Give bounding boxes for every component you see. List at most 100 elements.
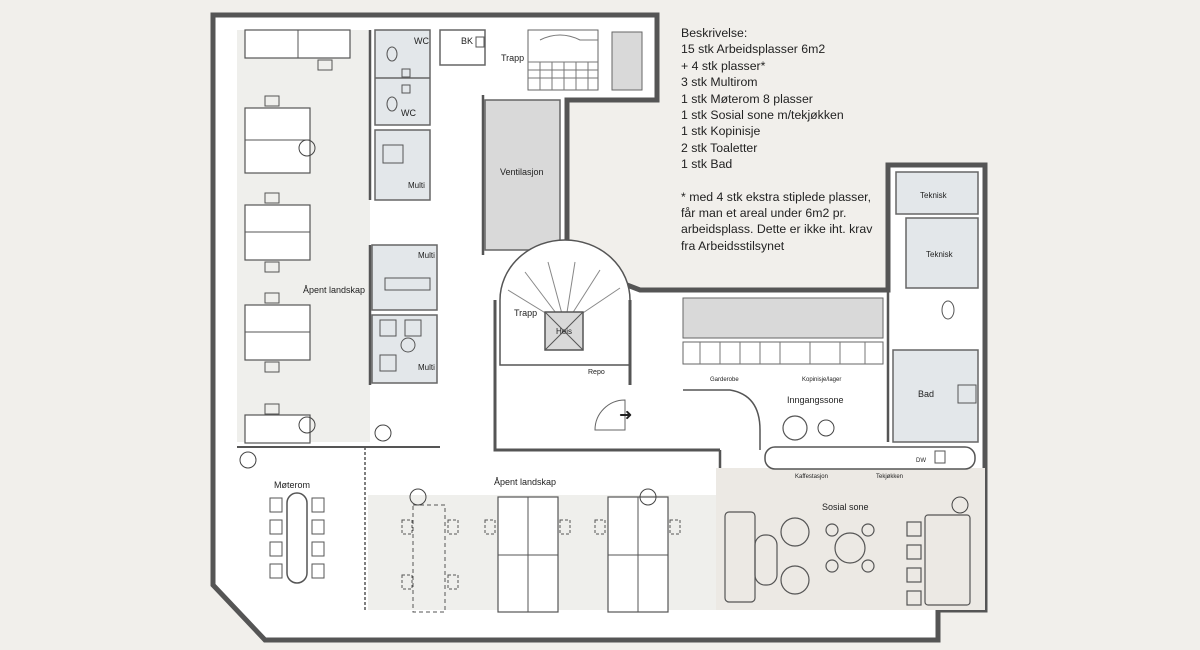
label-kaffestasjon: Kaffestasjon (795, 474, 828, 480)
legend-item: 1 stk Sosial sone m/tekjøkken (681, 108, 844, 123)
teknisk-room-1 (895, 171, 979, 215)
chair (264, 403, 280, 415)
toilet-icon (386, 96, 398, 112)
multi-sofa (384, 277, 431, 291)
plant-icon (951, 496, 969, 514)
sink-icon (401, 68, 411, 78)
chair (264, 292, 280, 304)
multi-chair (382, 144, 404, 164)
legend-item: 2 stk Toaletter (681, 140, 758, 155)
kitchen-counter (764, 446, 976, 470)
coffee-table (754, 534, 778, 586)
storage-strip (682, 297, 884, 339)
chair (264, 361, 280, 373)
stairwell-walls (493, 300, 720, 452)
plant-icon (409, 488, 427, 506)
multi-room-1 (374, 129, 431, 201)
stair-mid (499, 239, 631, 366)
chair (906, 590, 922, 606)
plant-icon (298, 416, 316, 434)
bk-sink (475, 36, 485, 48)
multi-chair (379, 354, 397, 372)
chair (861, 559, 875, 573)
bench-table (924, 514, 971, 606)
label-garderobe: Garderobe (710, 377, 739, 383)
label-bad: Bad (918, 389, 934, 399)
entrance-arrow-icon: ➜ (619, 407, 632, 424)
chair (825, 559, 839, 573)
plant-icon (639, 488, 657, 506)
label-kopinisje: Kopinisje/lager (802, 377, 841, 383)
chair (906, 567, 922, 583)
plant-icon (239, 451, 257, 469)
chair (264, 192, 280, 204)
entrance-zone-wall (683, 389, 761, 450)
lounge-chair (780, 517, 810, 547)
label-trapp-mid: Trapp (514, 308, 537, 318)
shower-icon (957, 384, 977, 404)
chair (906, 521, 922, 537)
desk-pair (244, 414, 311, 444)
label-sosial-sone: Sosial sone (822, 502, 869, 512)
cabinet-row (682, 341, 884, 365)
lounge-chair (780, 565, 810, 595)
bathroom (892, 349, 979, 443)
label-multi-1: Multi (408, 181, 425, 190)
plant-icon (374, 424, 392, 442)
legend: Beskrivelse: 15 stk Arbeidsplasser 6m2 +… (681, 25, 891, 254)
multi-table (400, 337, 416, 353)
lounge-chair (782, 415, 808, 441)
label-teknisk-1: Teknisk (920, 191, 948, 200)
desk-dashed-optional (412, 504, 446, 613)
ventilation-shaft (484, 99, 561, 251)
toilet-icon (941, 300, 955, 320)
label-multi-3: Multi (418, 363, 435, 372)
social-zone-floor (716, 468, 985, 610)
label-heis: Heis (556, 327, 572, 336)
sink-icon (934, 450, 946, 464)
label-moterom: Møterom (274, 480, 310, 490)
chair (861, 523, 875, 537)
round-table (834, 532, 866, 564)
label-wc-top: WC (414, 36, 429, 46)
label-trapp-top: Trapp (501, 53, 524, 63)
label-dw: DW (916, 458, 926, 464)
entrance-door-swing (594, 399, 626, 431)
meeting-table (286, 492, 308, 584)
plant-icon (817, 419, 835, 437)
label-ventilasjon: Ventilasjon (500, 167, 544, 177)
teknisk-room-2 (905, 217, 979, 289)
legend-note-line: * med 4 stk ekstra stiplede plasser, (681, 189, 872, 204)
legend-item: 3 stk Multirom (681, 75, 758, 90)
chair (825, 523, 839, 537)
legend-item: 1 stk Kopinisje (681, 124, 761, 139)
label-wc-bottom: WC (401, 108, 416, 118)
legend-note-line: fra Arbeidsstilsynet (681, 238, 785, 253)
plant-icon (298, 139, 316, 157)
multi-chair (404, 319, 422, 337)
multi-chair (379, 319, 397, 337)
toilet-icon (386, 46, 398, 62)
label-apent-left: Åpent landskap (303, 285, 365, 295)
label-apent-bottom: Åpent landskap (494, 477, 556, 487)
chair (264, 95, 280, 107)
shaft-top (611, 31, 643, 91)
legend-note-line: får man et areal under 6m2 pr. (681, 206, 847, 221)
chair (264, 261, 280, 273)
sink-icon (401, 84, 411, 94)
legend-note-line: arbeidsplass. Dette er ikke iht. krav (681, 222, 873, 237)
label-multi-2: Multi (418, 251, 435, 260)
label-bk: BK (461, 36, 473, 46)
legend-item: 15 stk Arbeidsplasser 6m2 (681, 42, 826, 57)
legend-item: + 4 stk plasser* (681, 58, 766, 73)
label-inngangssone: Inngangssone (787, 395, 844, 405)
chair (906, 544, 922, 560)
legend-item: 1 stk Bad (681, 157, 733, 172)
chair (317, 59, 333, 71)
legend-item: 1 stk Møterom 8 plasser (681, 91, 813, 106)
label-repo: Repo (588, 369, 605, 376)
stair-curve (539, 34, 598, 41)
label-teknisk-2: Teknisk (926, 250, 954, 259)
label-tekjokken: Tekjøkken (876, 474, 903, 480)
